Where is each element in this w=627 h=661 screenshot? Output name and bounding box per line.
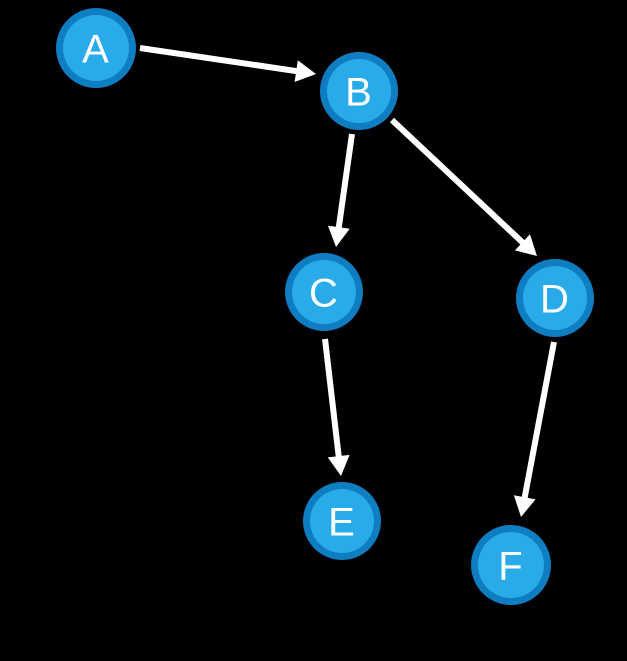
edge-shaft	[322, 338, 342, 459]
edge-B-D[interactable]	[389, 117, 537, 256]
edge-shaft	[389, 117, 526, 246]
edge-A-B[interactable]	[139, 45, 316, 82]
nodes-layer: A B C D E F	[56, 8, 594, 605]
node-B[interactable]: B	[320, 52, 398, 130]
node-body	[327, 59, 391, 123]
edge-D-F[interactable]	[513, 341, 557, 517]
node-E[interactable]: E	[303, 482, 381, 560]
node-C[interactable]: C	[285, 253, 363, 331]
node-label: E	[328, 500, 356, 544]
arrowhead-icon	[294, 60, 316, 82]
node-body	[63, 15, 129, 81]
arrowhead-icon	[327, 454, 350, 476]
node-body	[310, 489, 374, 553]
arrowhead-icon	[514, 234, 537, 256]
node-label: D	[540, 277, 570, 321]
node-label: C	[309, 271, 339, 315]
node-body	[292, 260, 356, 324]
edge-shaft	[521, 341, 557, 500]
node-F[interactable]: F	[471, 525, 551, 605]
edges-layer	[139, 45, 557, 517]
edge-shaft	[335, 133, 355, 230]
node-body	[523, 266, 587, 330]
edge-C-E[interactable]	[322, 338, 350, 476]
edge-B-C[interactable]	[327, 133, 355, 247]
arrowhead-icon	[513, 495, 536, 517]
node-D[interactable]: D	[516, 259, 594, 337]
node-label: B	[345, 70, 373, 114]
arrowhead-icon	[327, 225, 350, 247]
node-body	[478, 532, 544, 598]
node-label: A	[82, 27, 110, 71]
node-label: F	[498, 544, 523, 588]
node-A[interactable]: A	[56, 8, 136, 88]
edge-shaft	[139, 45, 299, 75]
